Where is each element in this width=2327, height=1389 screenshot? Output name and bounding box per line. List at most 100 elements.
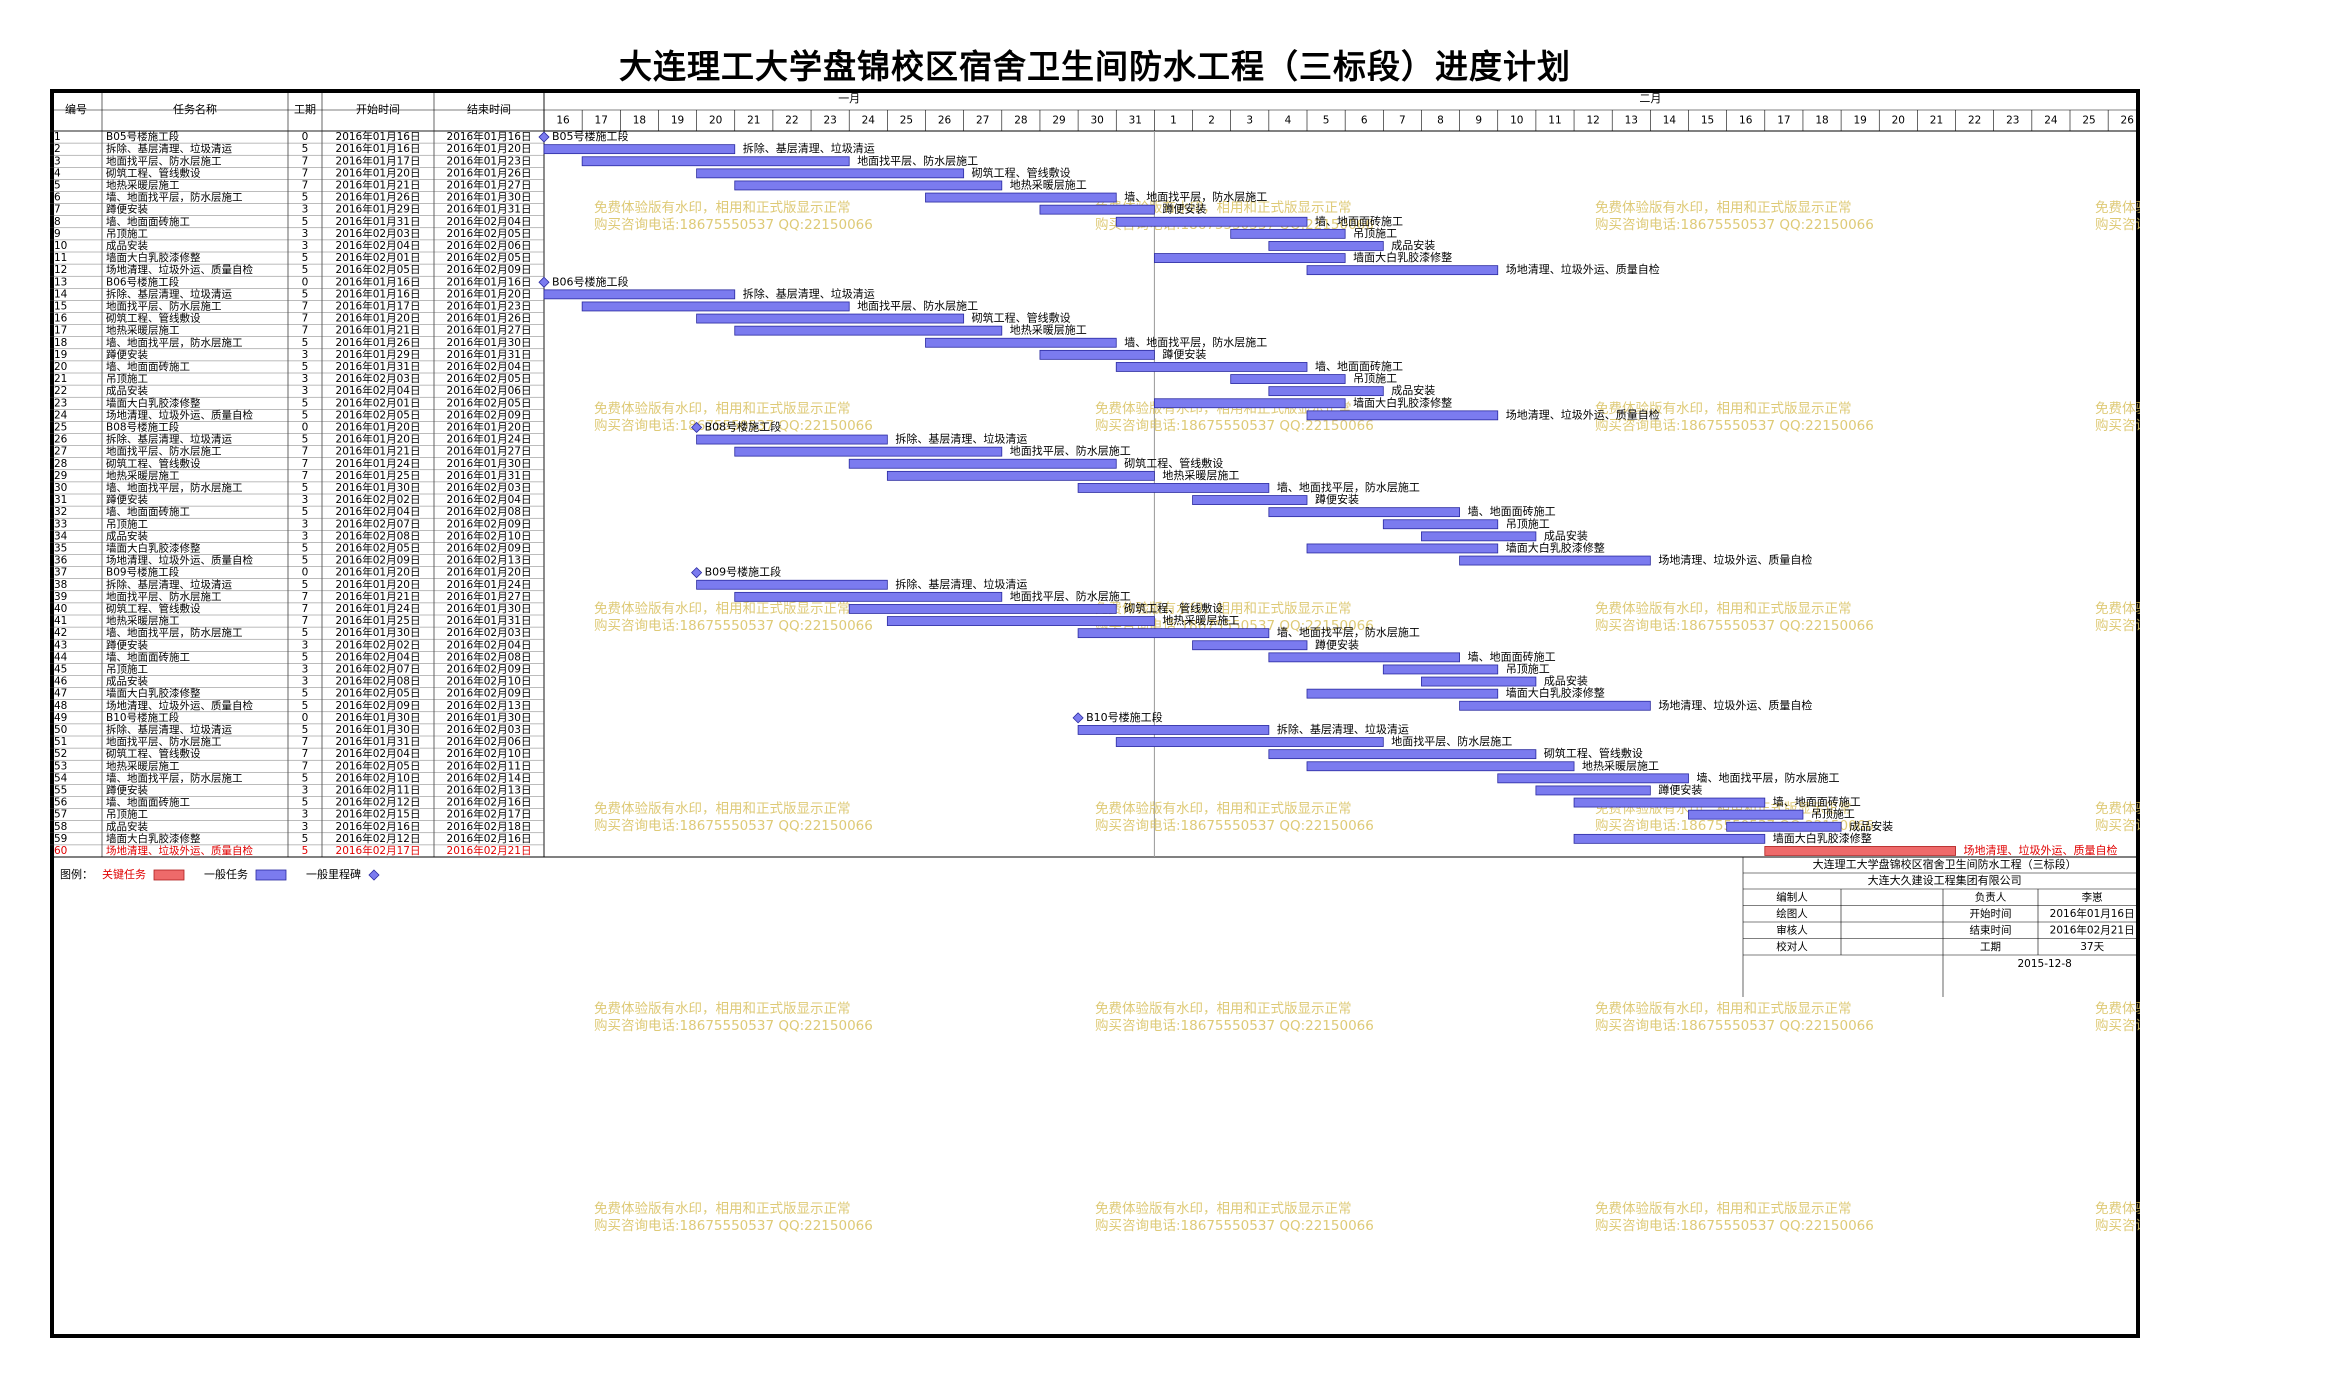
task-bar bbox=[1230, 374, 1346, 384]
task-name: 地热采暖层施工 bbox=[106, 469, 180, 482]
task-name: 拆除、基层清理、垃圾清运 bbox=[106, 433, 232, 446]
day-label: 4 bbox=[1285, 115, 1292, 127]
task-end: 2016年02月04日 bbox=[447, 493, 532, 506]
task-end: 2016年02月13日 bbox=[447, 699, 532, 712]
task-name: 场地清理、垃圾外运、质量自检 bbox=[106, 263, 253, 276]
task-id: 26 bbox=[54, 434, 68, 446]
task-end: 2016年02月05日 bbox=[447, 251, 532, 264]
bar-label: 蹲便安装 bbox=[1658, 782, 1702, 796]
legend-label: 一般任务 bbox=[204, 868, 248, 881]
legend-critical-swatch bbox=[153, 869, 185, 881]
task-end: 2016年02月13日 bbox=[447, 554, 532, 567]
task-bar bbox=[1459, 700, 1651, 711]
task-duration: 3 bbox=[302, 240, 309, 252]
watermark-text: 购买咨询电话:18675550537 QQ:22150066 bbox=[1095, 418, 1374, 434]
task-id: 19 bbox=[54, 349, 67, 361]
task-id: 57 bbox=[54, 809, 67, 821]
task-duration: 7 bbox=[302, 603, 309, 615]
task-start: 2016年02月12日 bbox=[336, 832, 421, 845]
day-label: 13 bbox=[1625, 115, 1638, 127]
watermark-text: 购买咨询电话:18675550537 QQ:22150066 bbox=[594, 1218, 873, 1234]
task-duration: 5 bbox=[302, 434, 309, 446]
watermark-text: 购买咨询电话:18675550537 QQ:22150066 bbox=[594, 217, 873, 233]
task-end: 2016年02月18日 bbox=[447, 820, 532, 833]
task-bar bbox=[1382, 664, 1499, 675]
day-label: 29 bbox=[1052, 115, 1065, 127]
bar-label: B08号楼施工段 bbox=[705, 419, 782, 433]
bar-label: 吊顶施工 bbox=[1506, 662, 1550, 675]
task-duration: 5 bbox=[302, 482, 309, 494]
task-start: 2016年02月07日 bbox=[336, 662, 421, 675]
milestone-marker bbox=[538, 131, 550, 143]
task-start: 2016年02月02日 bbox=[336, 493, 421, 506]
page-title: 大连理工大学盘锦校区宿舍卫生间防水工程（三标段）进度计划 bbox=[619, 47, 1571, 86]
bar-label: 砌筑工程、管线敷设 bbox=[1124, 601, 1223, 615]
watermark-text: 免费体验版有水印，相用和正式版显示正常 bbox=[1095, 1201, 1352, 1217]
task-end: 2016年02月03日 bbox=[447, 626, 532, 639]
task-duration: 7 bbox=[302, 748, 309, 760]
task-name: 蹲便安装 bbox=[106, 348, 148, 361]
task-id: 44 bbox=[54, 651, 68, 663]
task-id: 58 bbox=[54, 821, 67, 833]
task-id: 17 bbox=[54, 325, 67, 337]
task-name: 地面找平层、防水层施工 bbox=[106, 735, 222, 748]
task-start: 2016年02月07日 bbox=[336, 517, 421, 530]
task-duration: 7 bbox=[302, 760, 309, 772]
task-name: 成品安装 bbox=[106, 239, 148, 252]
task-end: 2016年01月30日 bbox=[447, 191, 532, 204]
info-cell: 校对人 bbox=[1776, 940, 1808, 953]
task-id: 38 bbox=[54, 579, 67, 591]
task-end: 2016年01月31日 bbox=[447, 203, 532, 216]
info-cell: 2016年01月16日 bbox=[2050, 907, 2135, 920]
day-label: 25 bbox=[2082, 115, 2095, 127]
task-duration: 5 bbox=[302, 542, 309, 554]
task-end: 2016年02月06日 bbox=[447, 239, 532, 252]
task-name: 拆除、基层清理、垃圾清运 bbox=[106, 578, 232, 591]
task-bar bbox=[1306, 265, 1499, 276]
task-name: 墙、地面找平层，防水层施工 bbox=[106, 191, 243, 204]
task-bar bbox=[1192, 495, 1308, 505]
task-duration: 3 bbox=[302, 821, 309, 833]
task-end: 2016年02月06日 bbox=[447, 735, 532, 748]
bar-label: 成品安装 bbox=[1849, 819, 1893, 833]
day-label: 30 bbox=[1090, 115, 1103, 127]
task-start: 2016年02月11日 bbox=[336, 783, 421, 796]
task-end: 2016年02月05日 bbox=[447, 396, 532, 409]
day-label: 23 bbox=[2006, 115, 2019, 127]
task-duration: 5 bbox=[302, 555, 309, 567]
task-duration: 3 bbox=[302, 809, 309, 821]
task-id: 6 bbox=[54, 192, 61, 204]
task-name: 吊顶施工 bbox=[106, 808, 148, 821]
day-label: 26 bbox=[938, 115, 952, 127]
day-label: 22 bbox=[785, 115, 798, 127]
watermark-text: 免费体验版有水印，相用和正式版显示正常 bbox=[594, 601, 851, 617]
task-end: 2016年01月30日 bbox=[447, 711, 532, 724]
watermark-text: 免费体验版有水印，相用和正式版显示正常 bbox=[594, 801, 851, 817]
task-start: 2016年01月25日 bbox=[336, 614, 421, 627]
task-id: 30 bbox=[54, 482, 67, 494]
task-duration: 3 bbox=[302, 784, 309, 796]
task-bar bbox=[925, 337, 1117, 348]
info-cell: 开始时间 bbox=[1970, 907, 2012, 920]
watermark-text: 免费体验版有水印，相用和正式版显示正常 bbox=[1095, 1001, 1352, 1017]
task-start: 2016年01月20日 bbox=[336, 566, 421, 579]
task-start: 2016年02月04日 bbox=[336, 747, 421, 760]
task-start: 2016年02月04日 bbox=[336, 384, 421, 397]
bar-label: 地面找平层、防水层施工 bbox=[1391, 734, 1512, 748]
task-bar bbox=[1573, 833, 1766, 844]
bar-label: 成品安装 bbox=[1544, 674, 1588, 688]
task-start: 2016年02月04日 bbox=[336, 239, 421, 252]
task-name: 墙、地面面砖施工 bbox=[106, 505, 190, 518]
task-duration: 7 bbox=[302, 300, 309, 312]
task-end: 2016年02月10日 bbox=[447, 747, 532, 760]
task-start: 2016年01月31日 bbox=[336, 360, 421, 373]
task-id: 28 bbox=[54, 458, 67, 470]
task-duration: 3 bbox=[302, 639, 309, 651]
task-end: 2016年02月16日 bbox=[447, 832, 532, 845]
task-id: 50 bbox=[54, 724, 67, 736]
task-end: 2016年01月30日 bbox=[447, 602, 532, 615]
task-start: 2016年01月20日 bbox=[336, 578, 421, 591]
bar-label: 蹲便安装 bbox=[1315, 637, 1359, 651]
month-label: 一月 bbox=[838, 92, 860, 105]
